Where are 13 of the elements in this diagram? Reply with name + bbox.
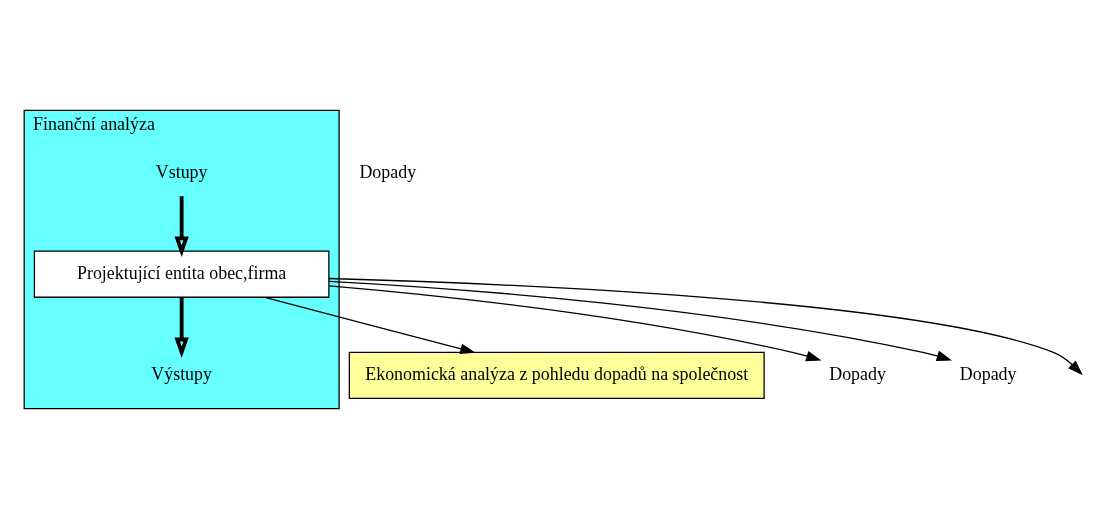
node-text: Dopady (959, 363, 1017, 384)
label: Dopady (359, 161, 417, 182)
node-box: Projektující entita obec,firma (33, 250, 330, 298)
node-box: Ekonomická analýza z pohledu dopadů na společnost (348, 351, 765, 399)
arrow (264, 296, 476, 354)
arrow (174, 296, 189, 358)
arrow (328, 280, 953, 361)
arrow (174, 195, 189, 257)
node-text: Výstupy (151, 363, 212, 384)
arrow (328, 284, 822, 361)
node-text: Dopady (829, 363, 886, 384)
node-text: Vstupy (155, 161, 208, 182)
arrow (328, 277, 1083, 375)
